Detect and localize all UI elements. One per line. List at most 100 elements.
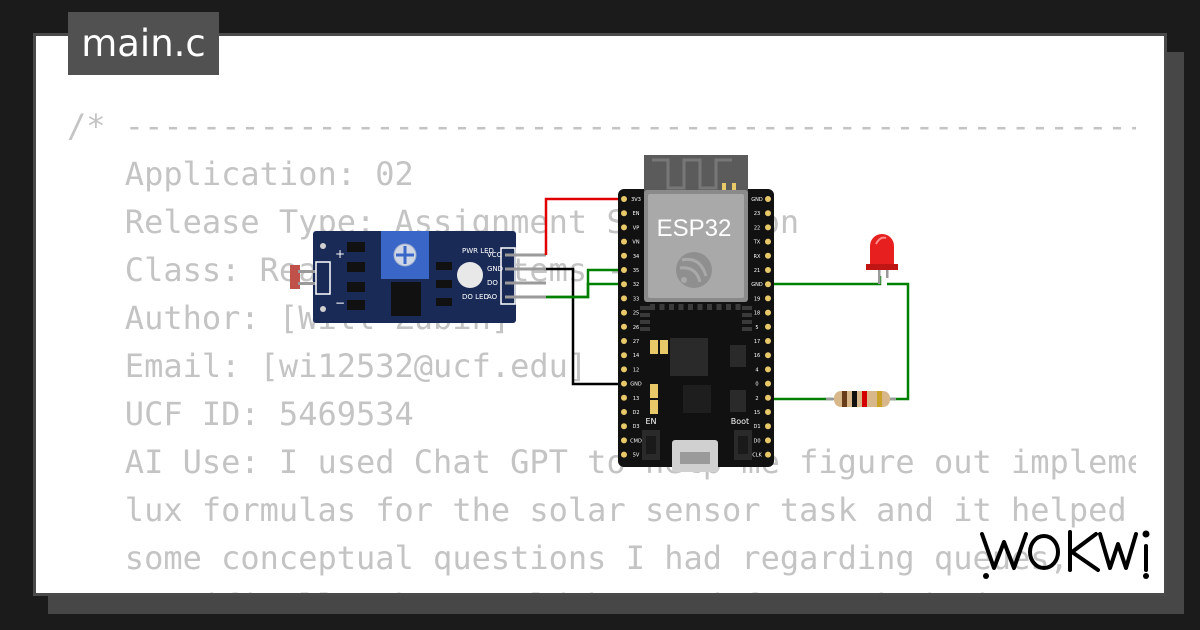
pin-vn[interactable] [621,238,627,245]
esp32-label: ESP32 [657,215,732,242]
pin-label: 13 [633,396,639,402]
pin-label: GND [630,382,642,388]
pin-16[interactable] [765,352,771,359]
pin-19[interactable] [765,295,771,302]
pin-rx[interactable] [765,252,771,259]
pin-label: D1 [753,424,760,430]
pin-label: 4 [755,367,758,373]
pin-gnd[interactable] [765,281,771,288]
pin-label: 12 [633,367,639,373]
pin-clk[interactable] [765,451,771,458]
pin-label: D3 [632,424,639,430]
pin-d1[interactable] [765,423,771,430]
pin-22[interactable] [765,224,771,231]
pin-label: 32 [633,282,639,288]
pin-18[interactable] [765,309,771,316]
pin-17[interactable] [765,338,771,344]
file-tab[interactable]: main.c [68,12,219,75]
pin-d0[interactable] [765,437,771,444]
pin-gnd[interactable] [621,380,627,387]
pin-33[interactable] [621,295,627,302]
pin-label: 16 [754,353,760,359]
pin-label: 5V [633,453,640,459]
pin-label: D0 [753,438,760,444]
pin-label: TX [753,240,761,246]
module-pads [640,304,752,331]
pin-label: GND [751,282,763,288]
code-line: lux formulas for the solar sensor task a… [124,491,1127,529]
pin-d3[interactable] [621,423,627,430]
code-line: AI Use: I used Chat GPT to help me figur… [67,443,1136,481]
pin-14[interactable] [621,352,627,359]
code-line: Email: [wi12532@ucf.edu] [67,347,588,385]
pin-25[interactable] [621,309,627,316]
code-viewport: /* -------------------------------------… [36,36,1164,593]
pin-en[interactable] [621,210,627,217]
vcc-pin-label: VCC [487,251,502,259]
pin-vp[interactable] [621,224,627,231]
pin-label: 27 [633,339,639,345]
pin-13[interactable] [621,394,627,401]
pin-32[interactable] [621,281,627,288]
pin-5v[interactable] [621,451,627,458]
red-led[interactable] [866,234,898,284]
espressif-logo-icon [676,252,712,288]
preview-card [33,33,1167,596]
pin-0[interactable] [765,380,771,387]
pin-label: GND [751,197,763,203]
pin-4[interactable] [765,366,771,373]
board-components [650,338,746,414]
boot-button-label: Boot [731,417,749,426]
do-led-label: DO LED [462,293,489,301]
pin-gnd[interactable] [765,196,771,202]
do-pin-label: DO [487,279,498,287]
wire-led [768,276,882,286]
pin-label: 26 [633,325,639,331]
esp32-board[interactable]: ESP32 EN Boot 3V3 [618,155,774,472]
pin-label: 18 [754,311,760,317]
pin-35[interactable] [621,267,627,273]
sensor-led [457,262,483,288]
pin-label: EN [633,211,640,217]
ldr-sensor-module[interactable]: + − PWR LED DO LED VCC GND DO AO [290,231,546,323]
pin-tx[interactable] [765,238,771,245]
pin-21[interactable] [765,267,771,273]
pin-15[interactable] [765,409,771,415]
pin-d2[interactable] [621,409,627,415]
code-line: some conceptual questions I had regardin… [67,539,1089,577]
pin-label: 14 [633,353,639,359]
photoresistor-icon [290,265,300,289]
en-button[interactable]: EN [642,417,660,460]
code-line: specifically what would be good for task… [67,582,1136,593]
wire-ground [546,267,624,386]
pin-label: 34 [633,254,639,260]
pin-12[interactable] [621,366,627,373]
pin-cmd[interactable] [621,437,627,444]
wire-power [544,197,624,255]
boot-button[interactable]: Boot [731,417,752,460]
pin-label: VP [633,225,639,231]
ldr-minus-label: − [335,296,345,310]
pin-label: 25 [633,311,639,317]
pin-23[interactable] [765,210,771,217]
pin-26[interactable] [621,323,627,330]
resistor[interactable] [826,391,896,407]
pin-2[interactable] [765,394,771,401]
pin-label: D2 [632,410,639,416]
pin-label: 3V3 [631,197,641,203]
en-button-label: EN [645,417,656,426]
pin-label: 21 [754,268,760,274]
pin-27[interactable] [621,338,627,344]
gnd-pin-label: GND [487,265,503,273]
pin-label: 35 [633,268,639,274]
wires [544,197,910,401]
pin-3v3[interactable] [621,196,627,202]
pin-headers: 3V3ENVPVN343532332526271412GND13D2D3CMD5… [621,196,771,459]
pin-label: 2 [755,396,758,402]
pin-label: 33 [633,296,639,302]
pin-5[interactable] [765,323,771,330]
pin-label: VN [632,240,639,246]
pin-34[interactable] [621,252,627,259]
wire-sensor-analog [546,268,624,299]
pin-label: 19 [754,296,760,302]
